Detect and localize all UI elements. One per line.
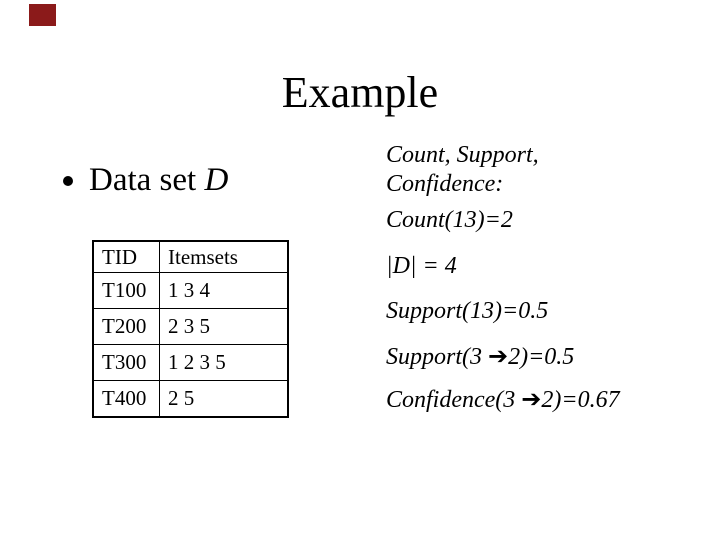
note-confidence-rule: Confidence(3 ➔2)=0.67 (386, 387, 620, 413)
table-header-row: TID Itemsets (92, 240, 289, 273)
itemsets-cell: 2 3 5 (159, 308, 289, 345)
note-cardinality: |D| = 4 (386, 253, 457, 279)
table-header-itemsets: Itemsets (159, 240, 289, 273)
tid-cell: T300 (92, 344, 160, 381)
tid-cell: T400 (92, 380, 160, 418)
note-support-13: Support(13)=0.5 (386, 298, 549, 324)
itemsets-cell: 1 2 3 5 (159, 344, 289, 381)
table-row: T300 1 2 3 5 (92, 344, 289, 381)
bullet-icon (63, 176, 73, 186)
bullet-item: Data set D (89, 161, 228, 199)
itemsets-cell: 2 5 (159, 380, 289, 418)
table-row: T400 2 5 (92, 380, 289, 418)
note-support-rule: Support(3 ➔2)=0.5 (386, 344, 575, 370)
dataset-table: TID Itemsets T100 1 3 4 T200 2 3 5 T300 … (92, 240, 289, 418)
slide-corner-marker-icon (29, 4, 56, 26)
tid-cell: T200 (92, 308, 160, 345)
table-row: T100 1 3 4 (92, 272, 289, 309)
note-count: Count(13)=2 (386, 207, 513, 233)
bullet-label: Data set (89, 162, 205, 198)
table-header-tid: TID (92, 240, 160, 273)
itemsets-cell: 1 3 4 (159, 272, 289, 309)
note-intro-line1: Count, Support, (386, 142, 539, 168)
slide-title: Example (281, 68, 439, 117)
table-row: T200 2 3 5 (92, 308, 289, 345)
note-intro-line2: Confidence: (386, 171, 504, 197)
bullet-variable: D (204, 162, 229, 198)
tid-cell: T100 (92, 272, 160, 309)
